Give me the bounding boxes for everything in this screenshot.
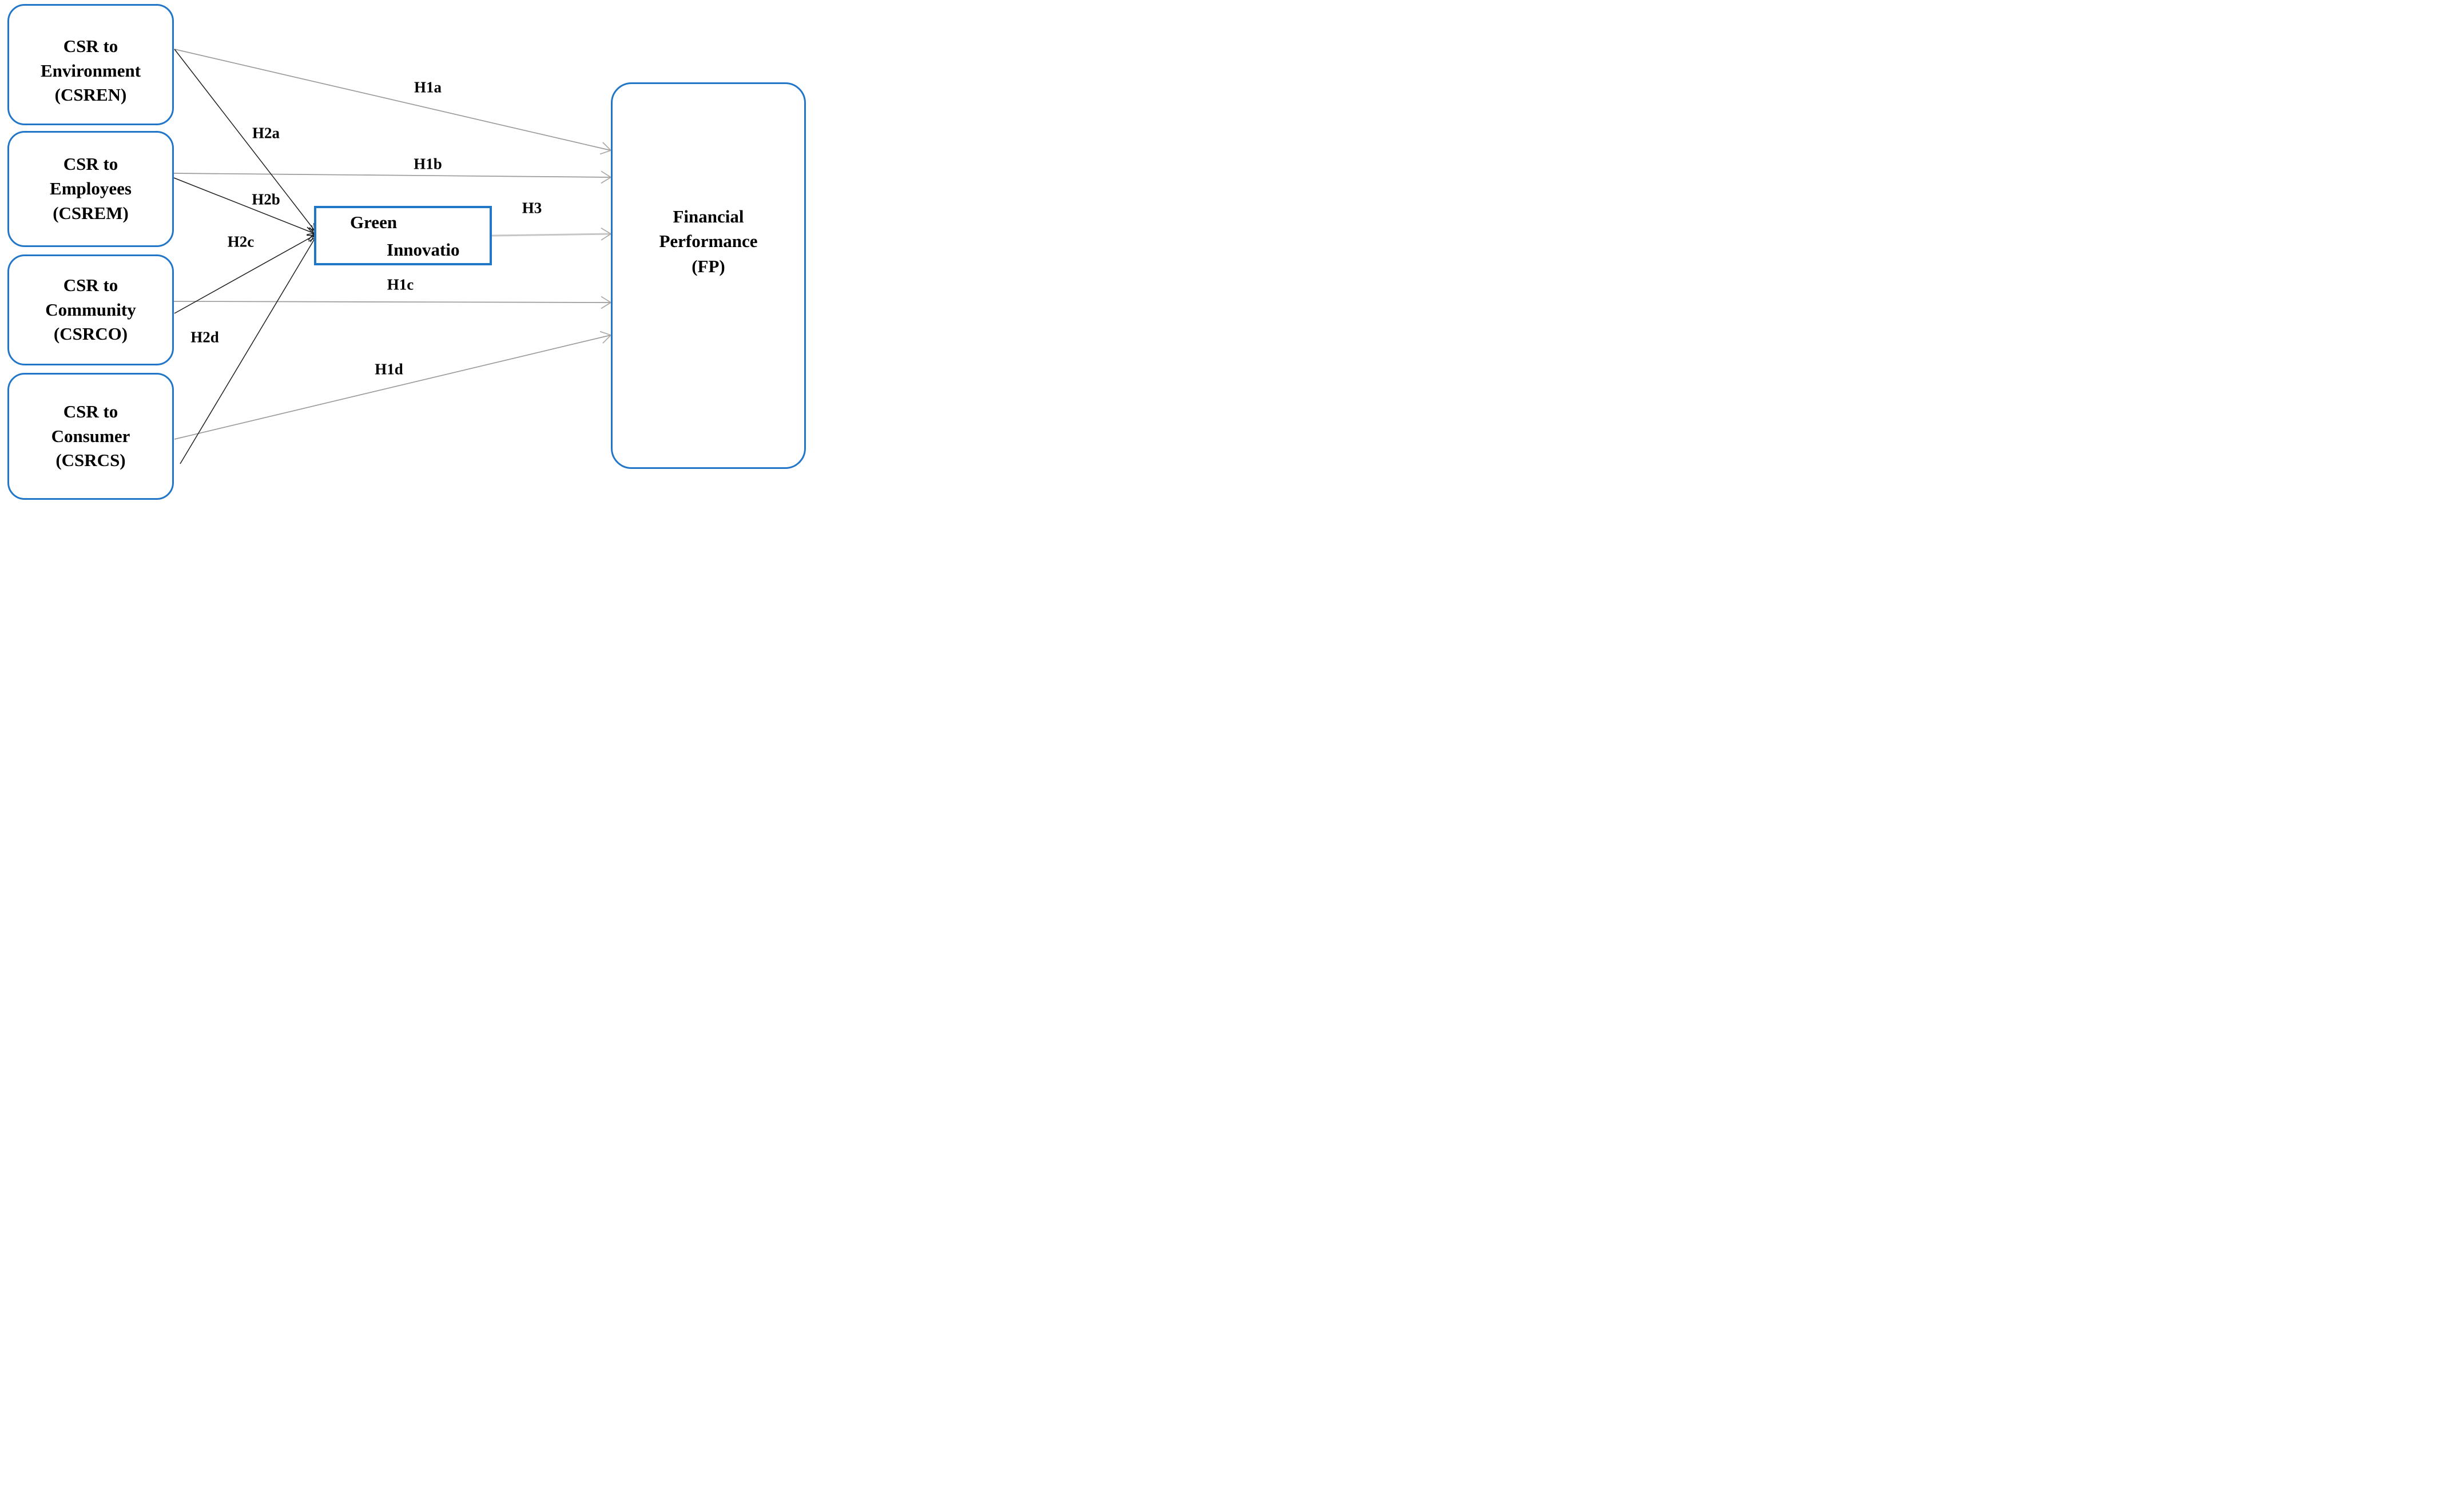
edge-line-h1c <box>173 301 611 303</box>
node-green-innovation: Green Innovatio <box>314 206 492 265</box>
edge-line-h2a <box>174 49 315 231</box>
node-label-line: (CSREN) <box>54 85 127 105</box>
node-label-line: (CSRCO) <box>53 324 128 344</box>
edge-line-h2c <box>174 235 315 314</box>
node-label-line: (FP) <box>692 256 725 276</box>
node-label-line: (CSRCS) <box>55 450 126 471</box>
edge-label-h1c: H1c <box>387 276 414 293</box>
edge-line-h3 <box>491 233 611 237</box>
node-label-line: Innovatio <box>387 240 460 260</box>
node-label-line: (CSREM) <box>53 202 129 223</box>
node-label-line: CSR to <box>63 401 118 421</box>
edge-label-h2b: H2b <box>252 190 280 208</box>
node-label-line: Performance <box>659 231 758 252</box>
node-label-line: Community <box>45 299 136 320</box>
edge-label-h1d: H1d <box>375 360 403 378</box>
diagram-canvas: CSR to Environment (CSREN) CSR to Employ… <box>0 0 813 504</box>
edge-line-h1d <box>174 335 611 440</box>
node-csr-employees: CSR to Employees (CSREM) <box>7 131 174 247</box>
edge-line-h2d <box>180 237 316 464</box>
edge-label-h1a: H1a <box>414 78 442 96</box>
edge-line-h2b <box>173 177 315 234</box>
node-label-line: CSR to <box>63 154 118 174</box>
node-label-line: Consumer <box>51 425 130 446</box>
node-csr-consumer: CSR to Consumer (CSRCS) <box>7 373 174 500</box>
edge-line-h1a <box>174 49 611 151</box>
node-label-line: CSR to <box>63 274 118 295</box>
node-csr-environment: CSR to Environment (CSREN) <box>7 4 174 125</box>
node-label-line: Employees <box>50 178 132 199</box>
node-csr-community: CSR to Community (CSRCO) <box>7 254 174 365</box>
edge-label-h2d: H2d <box>190 328 219 346</box>
node-financial-performance: Financial Performance (FP) <box>611 82 806 469</box>
node-label-line: Green <box>350 212 398 232</box>
edge-label-h1b: H1b <box>414 155 442 173</box>
edges-layer <box>173 49 612 464</box>
edge-label-h2a: H2a <box>252 124 280 142</box>
node-label-line: Financial <box>673 206 744 226</box>
edge-label-h3: H3 <box>522 199 542 217</box>
node-label-line: CSR to <box>63 35 118 56</box>
edge-label-h2c: H2c <box>227 233 255 250</box>
node-label-line: Environment <box>40 60 141 81</box>
edge-line-h1b <box>173 173 611 178</box>
